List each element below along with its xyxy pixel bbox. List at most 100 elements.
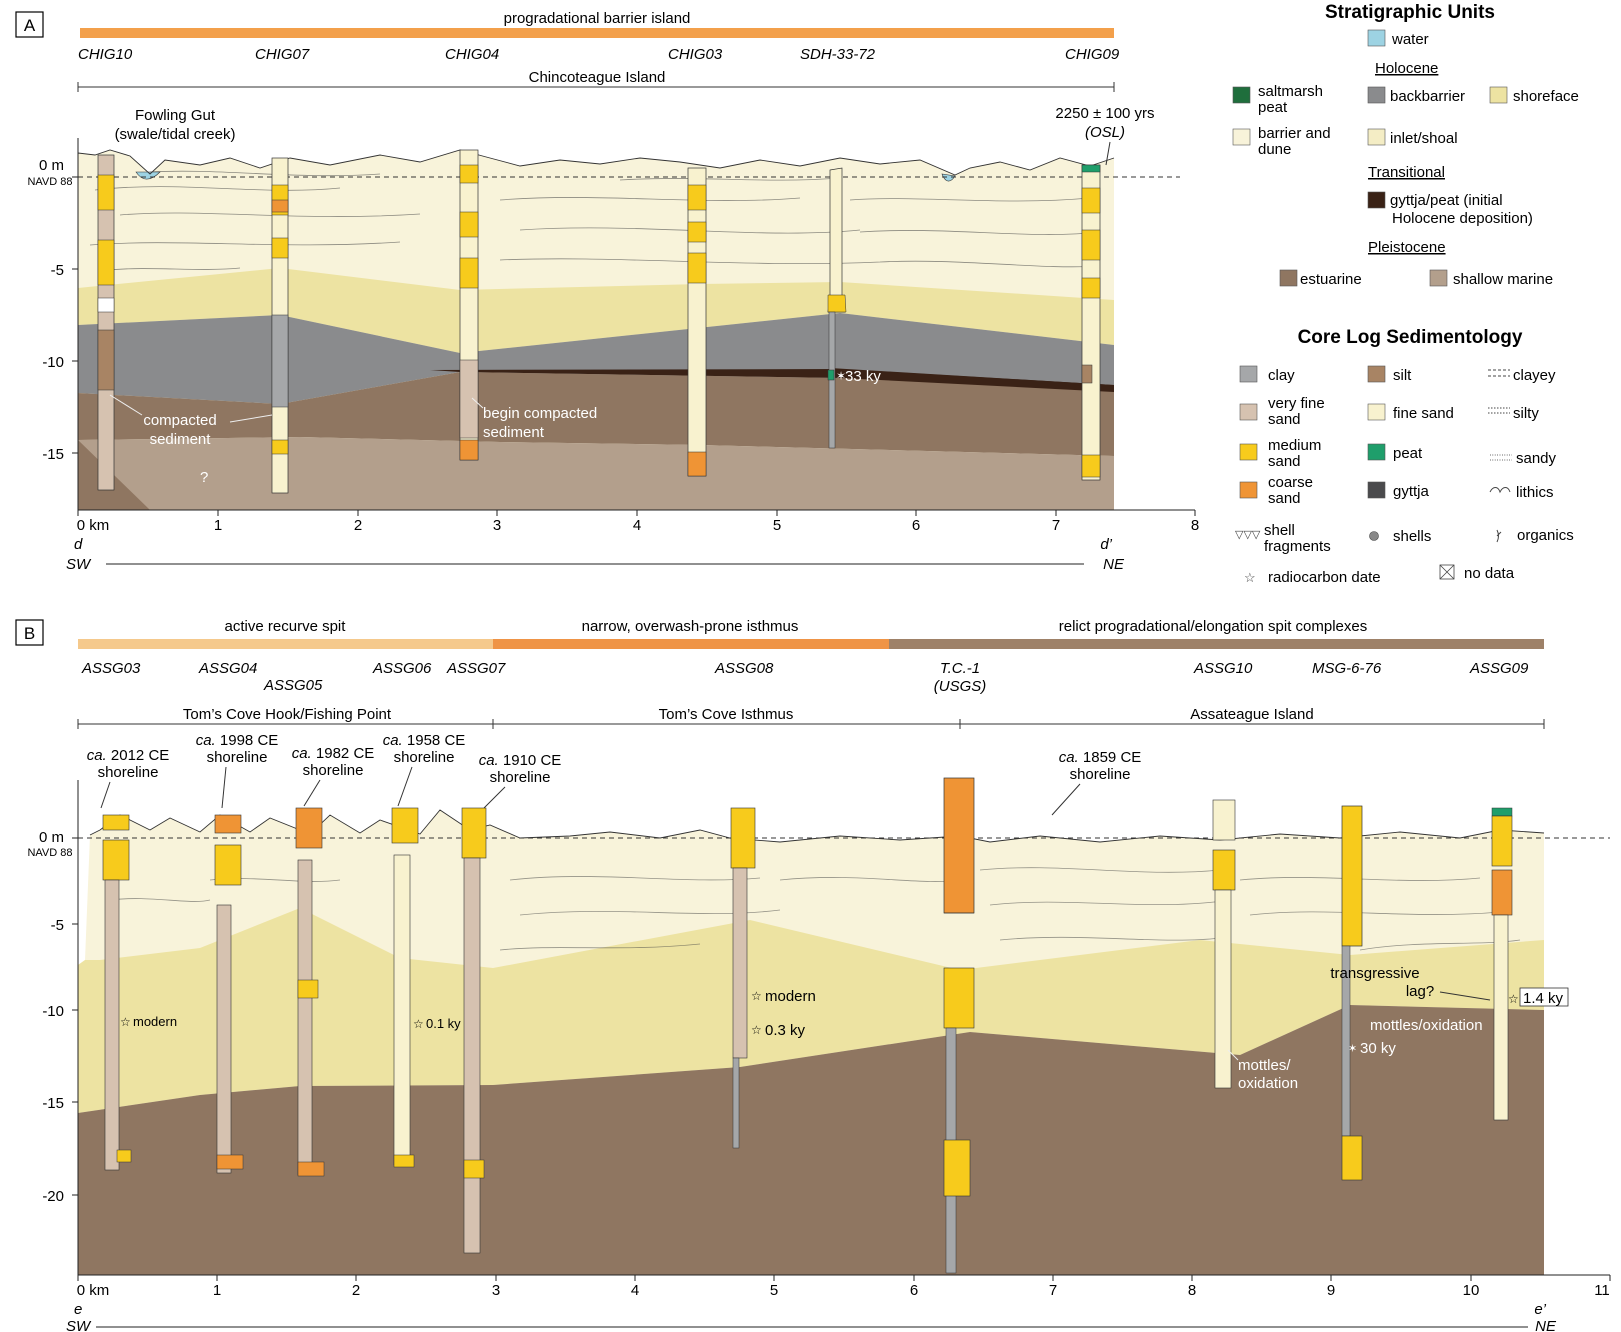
- age-0-1ky: 0.1 ky: [426, 1016, 461, 1031]
- core-chig10: CHIG10: [78, 46, 133, 63]
- swatch-fine-sand: [1367, 403, 1386, 421]
- swatch-inlet: [1367, 128, 1386, 146]
- a-d-label: d: [74, 536, 83, 553]
- b-xtick-0: 0 km: [77, 1282, 110, 1299]
- core-log-msg-6-76: [1341, 805, 1363, 947]
- b-datum: NAVD 88: [27, 847, 72, 859]
- b-xtick-6: 6: [910, 1282, 918, 1299]
- core-assg03: ASSG03: [81, 660, 141, 677]
- core-log-chig10: [97, 154, 115, 491]
- isthmus-bar: [493, 639, 889, 649]
- panel-b-strata: [78, 780, 1545, 1275]
- swatch-barrier: [1232, 128, 1251, 146]
- shells-icon: [1369, 531, 1379, 541]
- a-xtick-8: 8: [1191, 517, 1199, 534]
- begin-compacted-label-1: begin compacted: [483, 405, 597, 422]
- core-log-assg03: [104, 879, 120, 1171]
- core-chig09: CHIG09: [1065, 46, 1120, 63]
- panel-b-axes: 0 m -5 -10 -15 -20 NAVD 88 0 km 1 2 3 4: [27, 780, 1611, 1332]
- legend-fine-sand: fine sand: [1393, 405, 1454, 422]
- radiocarbon-icon-0-1ky: ☆: [413, 1017, 424, 1031]
- ce-1910: 1910 CE: [503, 752, 561, 769]
- shore-1958-year: ca. 1958 CE: [383, 732, 466, 749]
- a-ne-label: NE: [1103, 556, 1125, 573]
- a-xtick-5: 5: [773, 517, 781, 534]
- core-log-tc-1: [943, 777, 975, 914]
- b-xtick-1: 1: [213, 1282, 221, 1299]
- a-ytick-10: -10: [42, 354, 64, 371]
- shore-1958-label: shoreline: [394, 749, 455, 766]
- ca-1958: ca.: [383, 732, 403, 749]
- legend-silty: silty: [1513, 405, 1539, 422]
- region-isthmus: Tom’s Cove Isthmus: [659, 706, 794, 723]
- organics-icon: [1496, 529, 1502, 543]
- panel-b-cores: [102, 777, 1513, 1274]
- shore-1910-label: shoreline: [490, 769, 551, 786]
- b-xtick-4: 4: [631, 1282, 639, 1299]
- core-chig03: CHIG03: [668, 46, 723, 63]
- legend-clayey: clayey: [1513, 367, 1556, 384]
- legend-title-stratigraphic: Stratigraphic Units: [1325, 2, 1495, 23]
- shore-1982-year: ca. 1982 CE: [292, 745, 375, 762]
- radiocarbon-icon-modern-b: ☆: [751, 989, 762, 1003]
- sandy-pattern-icon: [1490, 454, 1512, 461]
- core-log-assg04: [216, 904, 232, 1174]
- legend-med-1: medium: [1268, 437, 1321, 454]
- legend-radiocarbon: radiocarbon date: [1268, 569, 1381, 586]
- age-modern-b: modern: [765, 988, 816, 1005]
- legend-coarse-1: coarse: [1268, 474, 1313, 491]
- fowling-gut-label: Fowling Gut: [135, 107, 216, 124]
- core-msg-6-76: MSG-6-76: [1312, 660, 1382, 677]
- swatch-saltmarsh: [1232, 86, 1251, 104]
- ca-1998: ca.: [196, 732, 216, 749]
- panel-a-axes: 0 m -5 -10 -15 NAVD 88 0 km 1 2 3 4 5 6 …: [27, 138, 1199, 573]
- compacted-label-2: sediment: [150, 431, 212, 448]
- age-30ky: 30 ky: [1360, 1040, 1396, 1057]
- clayey-pattern-icon: [1488, 369, 1510, 377]
- legend-gyttja-1: gyttja/peat (initial: [1390, 192, 1503, 209]
- lithics-icon: [1489, 487, 1511, 494]
- ce-1982: 1982 CE: [316, 745, 374, 762]
- b-ytick-0: 0 m: [39, 829, 64, 846]
- begin-compacted-label-2: sediment: [483, 424, 545, 441]
- swatch-medium-sand: [1239, 443, 1258, 461]
- legend-saltmarsh-2: peat: [1258, 99, 1288, 116]
- bar-label-relict: relict progradational/elongation spit co…: [1059, 618, 1368, 635]
- legend-organics: organics: [1517, 527, 1574, 544]
- ca-2012: ca.: [87, 747, 107, 764]
- mottles-label-msg: mottles/oxidation: [1370, 1017, 1483, 1034]
- a-ytick-15: -15: [42, 446, 64, 463]
- swatch-silt: [1367, 365, 1386, 383]
- legend-silt: silt: [1393, 367, 1412, 384]
- ca-1910: ca.: [479, 752, 499, 769]
- legend-gyttja-2: Holocene deposition): [1392, 210, 1533, 227]
- a-xtick-0: 0 km: [77, 517, 110, 534]
- shore-1982-label: shoreline: [303, 762, 364, 779]
- a-dprime-label: d’: [1100, 536, 1112, 553]
- legend-vfs-2: sand: [1268, 411, 1301, 428]
- legend-shell-2: fragments: [1264, 538, 1331, 555]
- a-sw-label: SW: [66, 556, 92, 573]
- legend-title-sedimentology: Core Log Sedimentology: [1298, 327, 1523, 348]
- swatch-backbarrier: [1367, 86, 1386, 104]
- b-xtick-11: 11: [1594, 1282, 1610, 1299]
- core-usgs: (USGS): [934, 678, 987, 695]
- legend-lithics: lithics: [1516, 484, 1554, 501]
- core-assg10: ASSG10: [1193, 660, 1253, 677]
- legend-sandy: sandy: [1516, 450, 1557, 467]
- shore-1859-year: ca. 1859 CE: [1059, 749, 1142, 766]
- bar-label-active: active recurve spit: [225, 618, 347, 635]
- legend-barrier-1: barrier and: [1258, 125, 1331, 142]
- legend-vfs-1: very fine: [1268, 395, 1325, 412]
- swatch-gyttja: [1367, 481, 1386, 499]
- legend-peat: peat: [1393, 445, 1423, 462]
- a-ytick-5: -5: [51, 262, 64, 279]
- b-xtick-10: 10: [1463, 1282, 1480, 1299]
- progradational-bar-label: progradational barrier island: [504, 10, 691, 27]
- legend-holocene: Holocene: [1375, 60, 1438, 77]
- shore-1998-year: ca. 1998 CE: [196, 732, 279, 749]
- age-1-4ky: 1.4 ky: [1523, 990, 1564, 1007]
- b-sw-label: SW: [66, 1318, 92, 1332]
- core-log-assg09: [1493, 914, 1509, 1121]
- panel-b: B active recurve spit narrow, overwash-p…: [15, 618, 1611, 1332]
